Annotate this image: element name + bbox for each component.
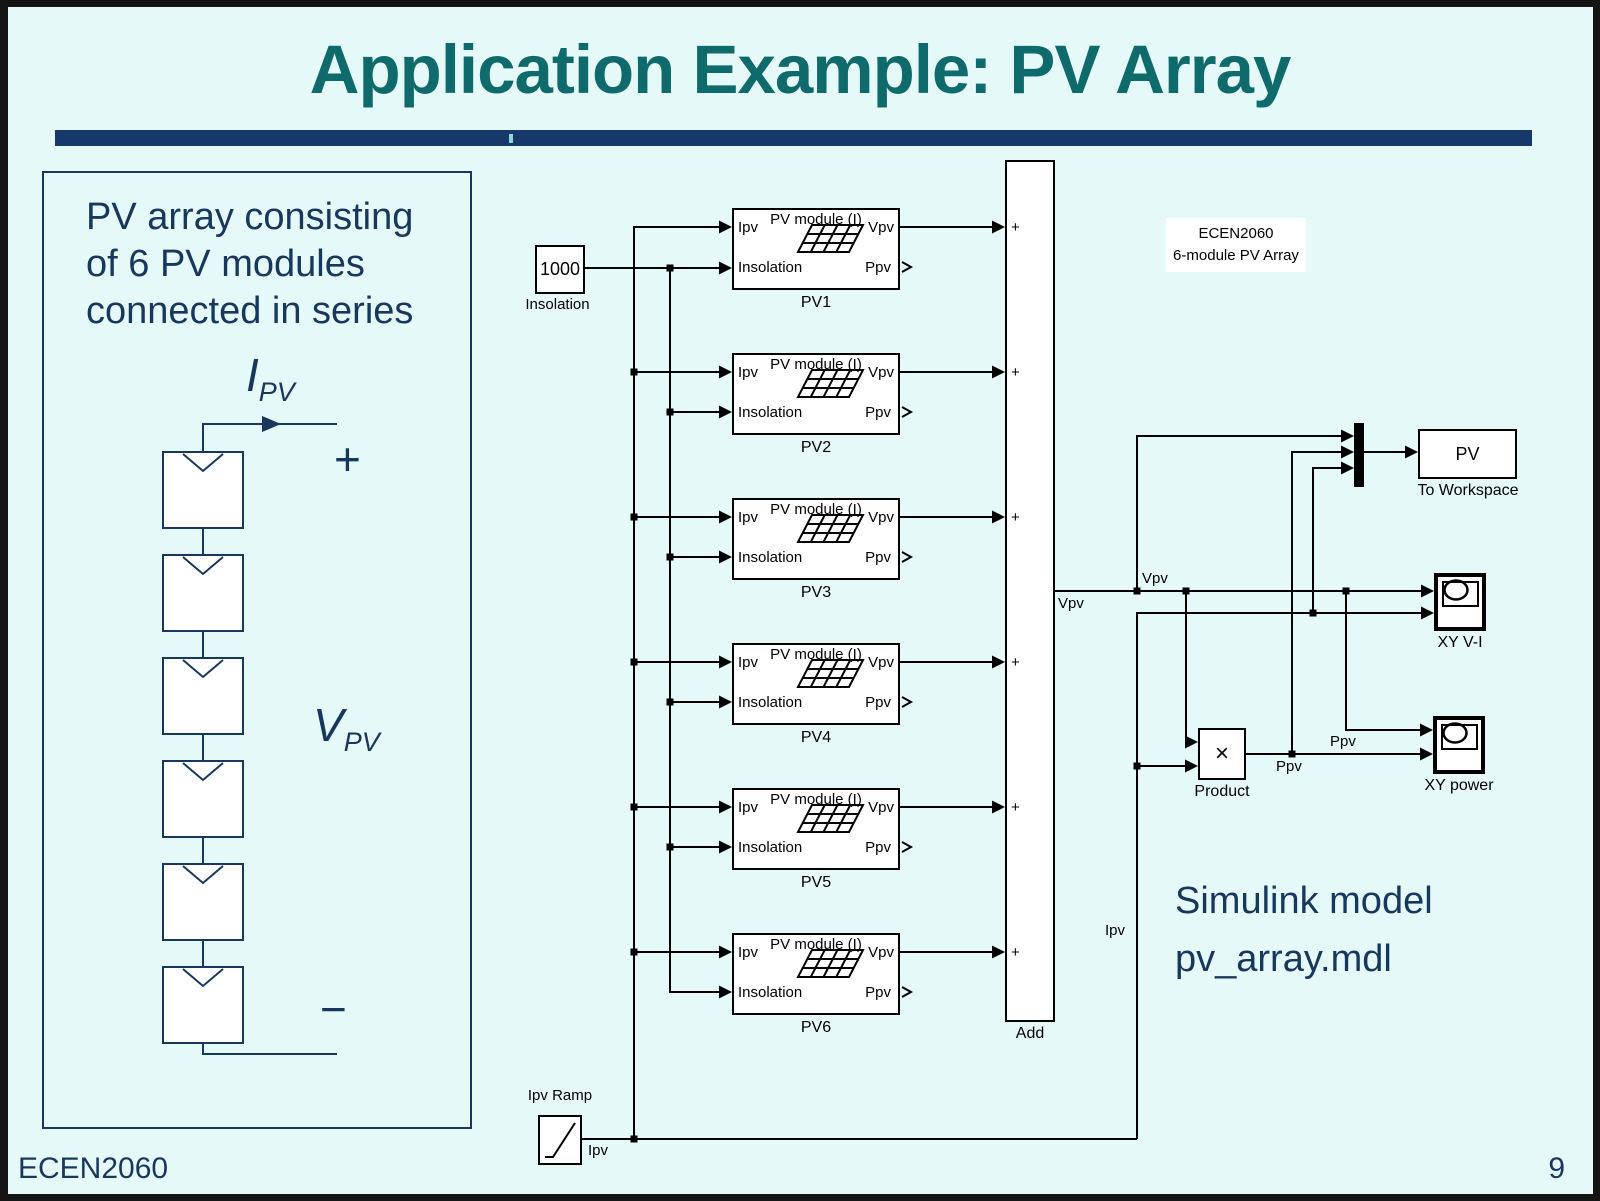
pv6-label: PV6 [800, 1019, 832, 1036]
pv-port-ipv: Ipv [738, 364, 759, 381]
pv-port-ppv: Ppv [865, 259, 891, 276]
footer-course-label: ECEN2060 [18, 1152, 169, 1185]
pv-port-insolation: Insolation [738, 984, 803, 1001]
pv2-label: PV2 [800, 439, 832, 456]
add-port-sign: + [1011, 219, 1020, 236]
pv-block-title: PV module (I) [770, 356, 862, 373]
pv-module-block-3: PV module (I) Ipv Insolation Vpv Ppv [732, 498, 900, 580]
page-number: 9 [1548, 1152, 1565, 1185]
pv-port-vpv: Vpv [868, 364, 894, 381]
xy-vi-scope-block [1434, 573, 1486, 631]
annotation-line-2: 6-module PV Array [1173, 247, 1299, 264]
pv-port-ppv: Ppv [865, 404, 891, 421]
pv-module-block-4: PV module (I) Ipv Insolation Vpv Ppv [732, 643, 900, 725]
note-box [42, 171, 472, 1129]
ppv-signal-label-below: Ppv [1276, 758, 1302, 775]
vpv-signal-label-below: Vpv [1058, 595, 1084, 612]
add-port-sign: + [1011, 654, 1020, 671]
pv-port-ipv: Ipv [738, 944, 759, 961]
pv-port-ipv: Ipv [738, 799, 759, 816]
vpv-signal-label-above: Vpv [1142, 570, 1168, 587]
ipv-ramp-signal-label: Ipv [588, 1142, 609, 1159]
minus-sign: − [320, 983, 347, 1035]
pv-port-ppv: Ppv [865, 984, 891, 1001]
pv-port-ppv: Ppv [865, 549, 891, 566]
xy-vi-scope-label: XY V-I [1437, 634, 1483, 651]
pv-port-vpv: Vpv [868, 219, 894, 236]
add-label: Add [1015, 1025, 1045, 1042]
add-port-sign: + [1011, 799, 1020, 816]
pv-port-insolation: Insolation [738, 259, 803, 276]
pv-block-title: PV module (I) [770, 501, 862, 518]
insolation-constant-label: Insolation [525, 296, 590, 313]
note-text: PV array consisting of 6 PV modules conn… [86, 194, 456, 335]
diagram-annotation: ECEN2060 6-module PV Array [1166, 218, 1306, 272]
mux-block [1354, 423, 1364, 487]
voltage-label: VPV [313, 699, 380, 758]
insolation-constant-block: 1000 [535, 245, 585, 294]
scope-screen-icon [1442, 581, 1479, 607]
pv-module-block-2: PV module (I) Ipv Insolation Vpv Ppv [732, 353, 900, 435]
model-caption-line-2: pv_array.mdl [1175, 938, 1392, 980]
pv1-label: PV1 [800, 294, 832, 311]
add-port-sign: + [1011, 364, 1020, 381]
to-workspace-block: PV [1418, 429, 1517, 479]
pv-port-vpv: Vpv [868, 509, 894, 526]
note-line-2: of 6 PV modules [86, 243, 365, 285]
xy-power-scope-block [1433, 716, 1485, 774]
add-port-sign: + [1011, 509, 1020, 526]
to-workspace-label: To Workspace [1417, 482, 1519, 499]
pv-port-ipv: Ipv [738, 509, 759, 526]
pv4-label: PV4 [800, 729, 832, 746]
annotation-line-1: ECEN2060 [1198, 225, 1274, 242]
note-line-1: PV array consisting [86, 196, 414, 238]
pv-port-vpv: Vpv [868, 654, 894, 671]
scope-screen-icon [1441, 724, 1478, 750]
pv-port-insolation: Insolation [738, 839, 803, 856]
pv-port-vpv: Vpv [868, 944, 894, 961]
pv-port-insolation: Insolation [738, 404, 803, 421]
ipv-signal-label: Ipv [1104, 922, 1125, 939]
divider-dash-mark [509, 134, 513, 143]
pv-module-block-6: PV module (I) Ipv Insolation Vpv Ppv [732, 933, 900, 1015]
pv-port-ppv: Ppv [865, 839, 891, 856]
ipv-ramp-block [538, 1115, 582, 1165]
title-divider-bar [55, 130, 1532, 146]
pv-module-block-5: PV module (I) Ipv Insolation Vpv Ppv [732, 788, 900, 870]
model-caption-line-1: Simulink model [1175, 880, 1433, 922]
pv-block-title: PV module (I) [770, 211, 862, 228]
pv-port-vpv: Vpv [868, 799, 894, 816]
plus-sign: + [334, 433, 361, 485]
note-line-3: connected in series [86, 290, 414, 332]
add-port-sign: + [1011, 944, 1020, 961]
pv-port-ipv: Ipv [738, 219, 759, 236]
pv-module-block-1: PV module (I) Ipv Insolation Vpv Ppv [732, 208, 900, 290]
page-title: Application Example: PV Array [309, 31, 1292, 108]
pv-port-insolation: Insolation [738, 694, 803, 711]
pv-port-ppv: Ppv [865, 694, 891, 711]
ipv-ramp-label: Ipv Ramp [527, 1087, 593, 1104]
pv5-label: PV5 [800, 874, 832, 891]
pv3-label: PV3 [800, 584, 832, 601]
add-block: + + + + + + [1005, 160, 1055, 1022]
pv-port-ipv: Ipv [738, 654, 759, 671]
ppv-signal-label-above: Ppv [1330, 733, 1356, 750]
xy-power-scope-label: XY power [1424, 777, 1494, 794]
product-block: × [1198, 728, 1246, 780]
product-label: Product [1194, 783, 1250, 800]
current-label: IPV [246, 349, 295, 408]
pv-port-insolation: Insolation [738, 549, 803, 566]
